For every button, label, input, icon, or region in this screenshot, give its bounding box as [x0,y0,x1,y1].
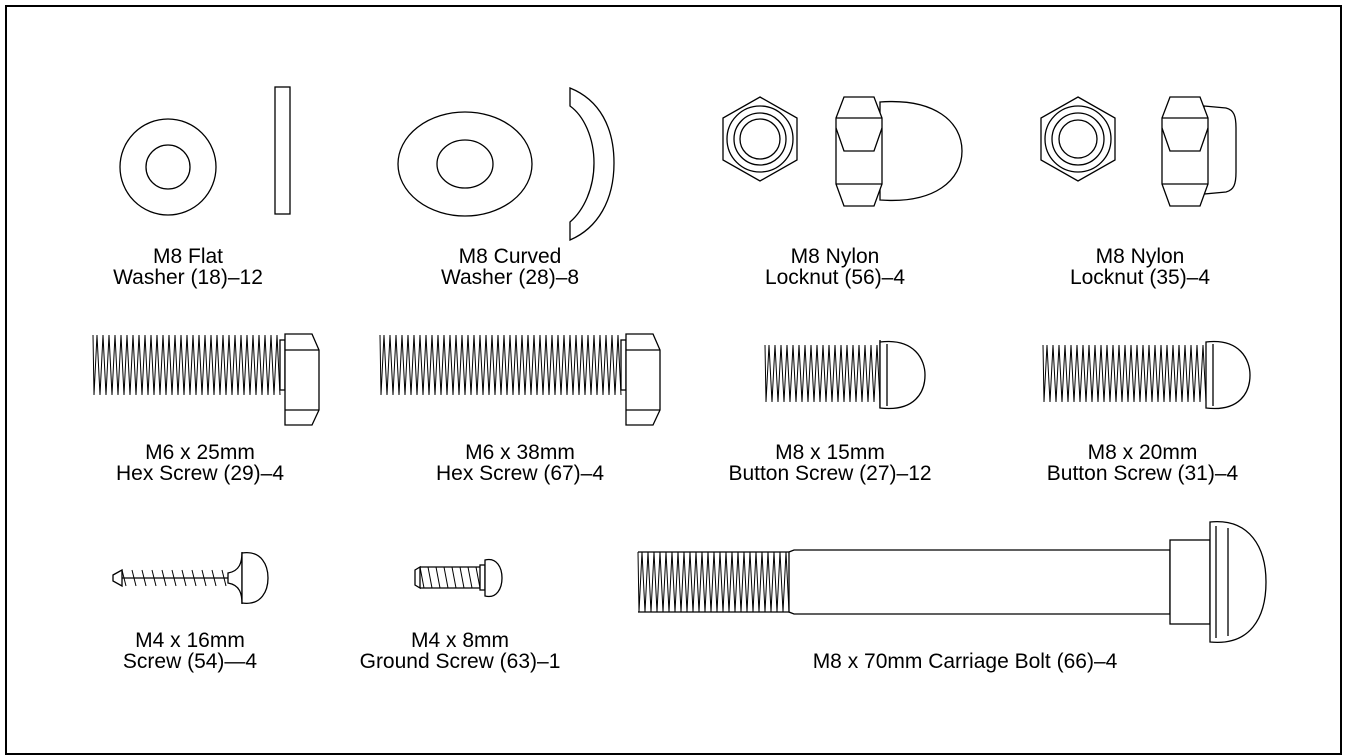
screw-54-drawing [112,551,269,605]
button-screw-31-drawing [1042,340,1251,410]
button-screw-27-drawing [764,340,926,410]
caption-hex-screw-67: M6 x 38mm Hex Screw (67)–4 [435,441,605,485]
caption-flat-washer: M8 Flat Washer (18)–12 [113,245,263,289]
caption-screw-54: M4 x 16mm Screw (54)—4 [122,629,258,673]
parts-frame [5,5,1342,755]
caption-hex-screw-29: M6 x 25mm Hex Screw (29)–4 [115,441,285,485]
caption-button-screw-27: M8 x 15mm Button Screw (27)–12 [728,441,932,485]
carriage-bolt-66-drawing [637,521,1267,643]
nylon-locknut-56-drawing [722,96,963,207]
flat-washer-drawing [119,86,291,216]
nylon-locknut-35-drawing [1040,96,1237,207]
caption-nylon-locknut-56: M8 Nylon Locknut (56)–4 [764,245,906,289]
caption-button-screw-31: M8 x 20mm Button Screw (31)–4 [1046,441,1239,485]
caption-ground-screw-63: M4 x 8mm Ground Screw (63)–1 [359,629,561,673]
caption-carriage-bolt-66: M8 x 70mm Carriage Bolt (66)–4 [812,650,1118,673]
curved-washer-drawing [397,87,615,241]
caption-nylon-locknut-35: M8 Nylon Locknut (35)–4 [1069,245,1211,289]
hex-screw-29-drawing [92,333,320,426]
caption-curved-washer: M8 Curved Washer (28)–8 [440,245,580,289]
hex-screw-67-drawing [379,333,661,426]
ground-screw-63-drawing [414,558,503,598]
